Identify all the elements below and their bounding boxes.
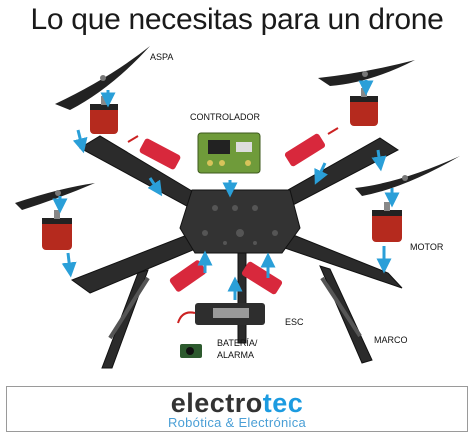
label-esc: ESC: [285, 317, 304, 327]
motor-rear-left: [42, 210, 72, 250]
propeller-rear-left: [15, 183, 95, 210]
brand-footer: electrotec Robótica & Electrónica: [6, 386, 468, 432]
motor-front-left: [90, 96, 118, 134]
flight-controller: [197, 132, 261, 174]
brand-tagline: Robótica & Electrónica: [167, 415, 307, 430]
esc-front-right: [284, 127, 339, 167]
label-aspa: ASPA: [150, 52, 173, 62]
alarm: [180, 344, 202, 358]
propeller-front-right: [318, 60, 415, 86]
propeller-front-left: [55, 46, 150, 110]
label-bateria-line2: ALARMA: [217, 350, 254, 360]
esc-front-left: [127, 135, 181, 170]
brand-suffix: tec: [262, 388, 304, 418]
propeller-rear-right: [355, 156, 460, 196]
label-marco: MARCO: [374, 335, 408, 345]
drone-diagram: ASPA CONTROLADOR MOTOR ESC BATERÍA/ ALAR…: [15, 46, 460, 369]
brand-prefix: electro: [170, 388, 263, 418]
battery: [177, 303, 265, 325]
frame: [70, 135, 403, 369]
motor-front-right: [350, 88, 378, 126]
motor-rear-right: [372, 202, 402, 242]
esc-rear-right: [241, 261, 283, 295]
label-controlador: CONTROLADOR: [190, 112, 261, 122]
label-bateria-line1: BATERÍA/: [217, 338, 258, 348]
arrows: [52, 80, 400, 300]
label-motor: MOTOR: [410, 242, 444, 252]
brand-logo: electrotec: [7, 389, 467, 417]
frame-detail: [202, 205, 278, 245]
page-title: Lo que necesitas para un drone: [30, 3, 444, 36]
esc-rear-left: [169, 260, 207, 292]
